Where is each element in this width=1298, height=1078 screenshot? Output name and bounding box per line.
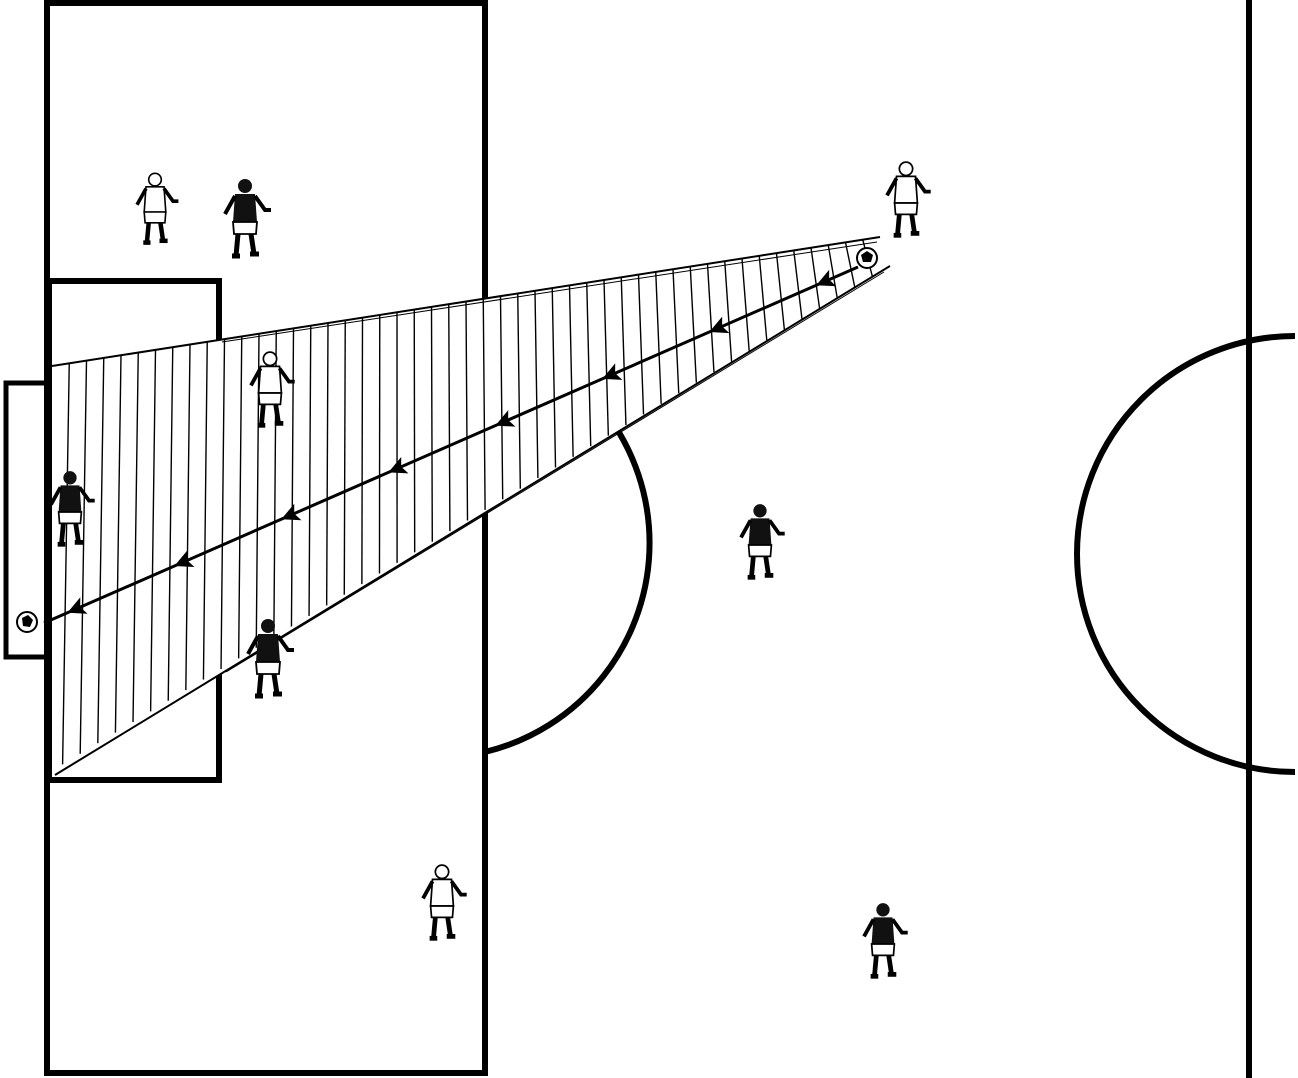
ball-in-goal <box>17 612 37 632</box>
player-attacker-top-left <box>137 173 178 242</box>
cone-hatch-line <box>362 318 363 585</box>
player-attacker-bottom <box>423 865 467 938</box>
cone-hatch-line <box>432 307 433 542</box>
player-defender-top <box>225 179 271 256</box>
player-midfielder <box>741 504 785 577</box>
cone-hatch-line <box>344 320 345 594</box>
ball-at-shooter <box>857 248 877 268</box>
player-defender-far <box>864 903 908 976</box>
player-shooter <box>887 162 931 235</box>
center-circle <box>1077 336 1295 772</box>
